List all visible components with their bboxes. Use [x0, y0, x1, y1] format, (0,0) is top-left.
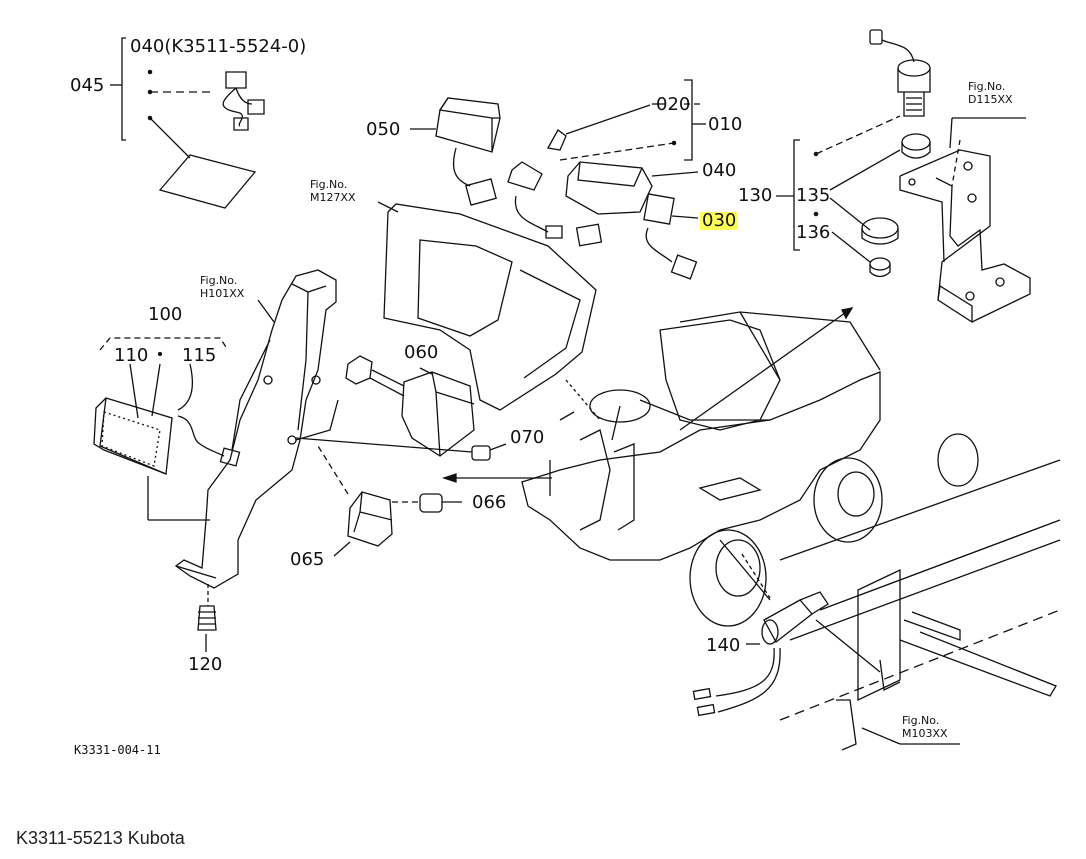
bracket-045 [110, 38, 210, 158]
control-unit-icon [346, 356, 474, 456]
sensor-icon [862, 30, 930, 277]
part-label-066: 066 [472, 492, 507, 513]
harness-icon [223, 72, 264, 130]
headlight-icon [94, 398, 240, 520]
figref-m127: Fig.No. M127XX [310, 178, 356, 204]
part-label-135: 135 [796, 185, 831, 206]
speed-sensor-icon [693, 554, 880, 715]
bolt-120-icon [198, 584, 216, 652]
part-label-010: 010 [708, 114, 743, 135]
figref-h101-code: H101XX [200, 287, 245, 301]
key-switch-icon [508, 104, 700, 238]
figref-m103: Fig.No. M103XX [902, 714, 948, 740]
part-label-020: 020 [656, 94, 691, 115]
part-label-070: 070 [510, 427, 545, 448]
figref-m127-title: Fig.No. [310, 178, 348, 191]
instrument-panel-icon [566, 162, 698, 246]
bracket-d115-icon [900, 118, 1030, 322]
figref-m103-title: Fig.No. [902, 714, 940, 727]
bulb-066-icon [392, 494, 462, 512]
page-caption: K3311-55213 Kubota [16, 828, 185, 848]
part-label-140: 140 [706, 635, 741, 656]
bracket-100 [100, 338, 228, 418]
label-sheet-icon [160, 155, 255, 208]
part-label-110: 110 [114, 345, 149, 366]
part-label-100: 100 [148, 304, 183, 325]
part-label-040-kit: 040(K3511-5524-0) [130, 36, 307, 57]
part-label-130: 130 [738, 185, 773, 206]
relay-065-icon [318, 446, 392, 556]
connector-030-icon [644, 194, 698, 279]
part-label-115: 115 [182, 345, 217, 366]
figref-m103-code: M103XX [902, 727, 948, 741]
part-label-030-highlighted: 030 [700, 210, 739, 231]
drawing-code: K3331-004-11 [74, 743, 161, 757]
part-label-050: 050 [366, 119, 401, 140]
figref-m127-code: M127XX [310, 191, 356, 205]
dash-panel-icon [378, 202, 596, 410]
part-label-040: 040 [702, 160, 737, 181]
part-label-045: 045 [70, 75, 105, 96]
part-label-060: 060 [404, 342, 439, 363]
frame-rail-icon [780, 460, 1060, 750]
figref-d115: Fig.No. D115XX [968, 80, 1013, 106]
part-label-120: 120 [188, 654, 223, 675]
part-label-065: 065 [290, 549, 325, 570]
mower-body-icon [444, 312, 978, 626]
figref-h101-title: Fig.No. [200, 274, 238, 287]
hour-meter-icon [410, 98, 500, 205]
part-label-136: 136 [796, 222, 831, 243]
bracket-130 [776, 116, 900, 262]
steering-column-icon [176, 270, 338, 588]
figref-d115-title: Fig.No. [968, 80, 1006, 93]
figref-d115-code: D115XX [968, 93, 1013, 107]
bulb-070-icon [296, 438, 506, 460]
figref-h101: Fig.No. H101XX [200, 274, 244, 300]
